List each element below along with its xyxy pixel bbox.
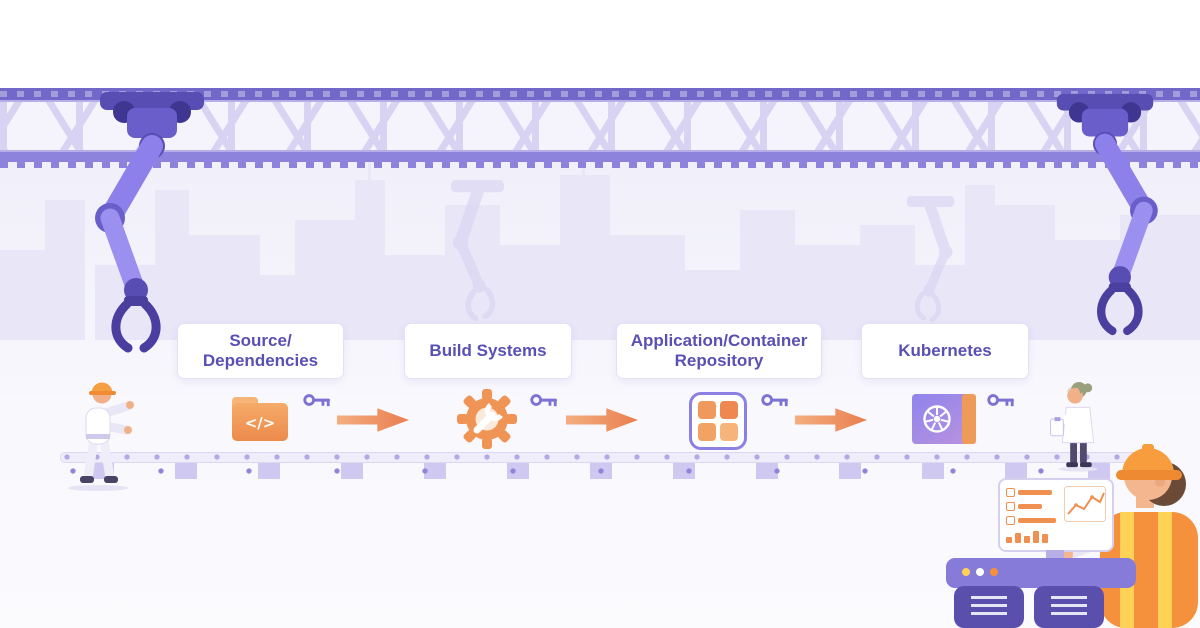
legend-square-icon [1006,502,1015,511]
console-button [976,568,984,576]
console-button [962,568,970,576]
stage-card-source: Source/ Dependencies [177,323,344,379]
background-robot-arm-icon [906,196,955,323]
monitor-mini-bars [1006,530,1106,543]
truss-lattice [0,100,1200,152]
dashboard-monitor [998,478,1114,552]
ceiling-truss [0,88,1200,168]
registry-tile [698,401,716,419]
folder-code-icon: </> [232,397,288,441]
registry-tile [720,423,738,441]
stage-card-kubernetes: Kubernetes [861,323,1029,379]
server-machine [954,586,1024,628]
machine-vents-icon [971,596,1007,618]
truss-top-rail [0,88,1200,100]
kubernetes-box-icon [912,394,976,444]
bar [1018,518,1056,523]
ceiling-robot-arm-right-icon [1056,93,1158,336]
engineer-monitoring-console [1060,444,1198,628]
bar [1018,490,1052,495]
stage-card-repository: Application/Container Repository [616,323,822,379]
truss-bottom-rail [0,152,1200,162]
ceiling-robot-arm-left-icon [95,92,204,353]
background-robot-arm-icon [450,180,505,322]
inspector-clipboard-right [1050,381,1098,472]
registry-tile [720,401,738,419]
console-button [990,568,998,576]
stage-card-build: Build Systems [404,323,572,379]
key-icon [303,394,330,407]
server-machine [1034,586,1104,628]
monitor-bar-list [1006,486,1059,525]
legend-square-icon [1006,488,1015,497]
key-icon [761,394,788,407]
conveyor-belt-rail [60,452,1142,463]
worker-hardhat-left [68,382,134,491]
city-skyline [0,160,1200,340]
machine-vents-icon [1051,596,1087,618]
container-registry-icon [689,392,747,450]
legend-square-icon [1006,516,1015,525]
conveyor-belt-rollers [70,468,1130,474]
truss-rack-teeth [0,162,1200,168]
key-icon [987,394,1014,407]
build-gear-wrench-icon [457,389,517,449]
control-console [946,558,1136,588]
monitor-charts [1006,486,1106,525]
svg-text:</>: </> [245,414,276,432]
key-icon [530,394,557,407]
registry-tile [698,423,716,441]
monitor-line-chart [1064,486,1106,522]
bar [1018,504,1042,509]
